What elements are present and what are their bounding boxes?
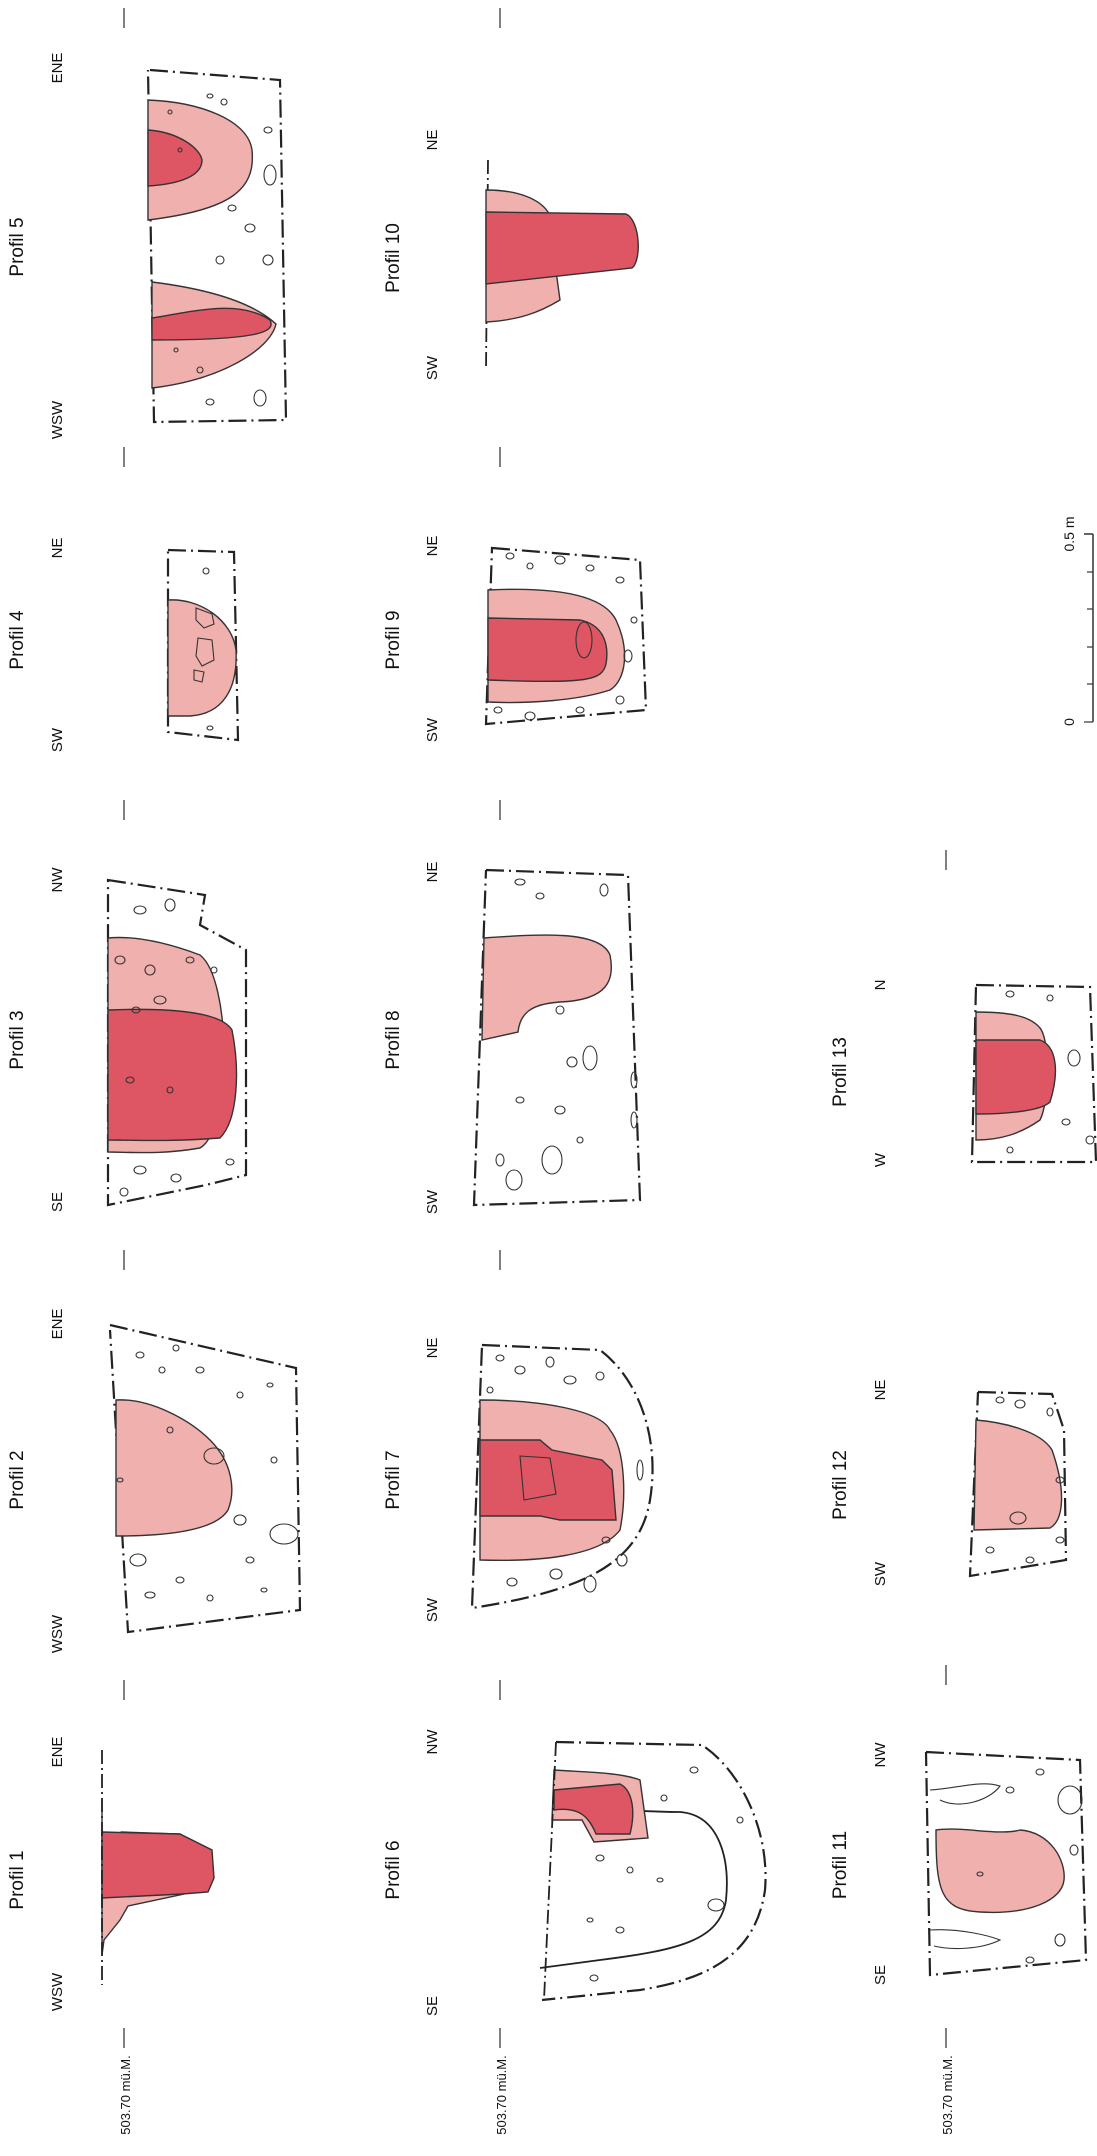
profile-drawing-13 [970,983,1097,1164]
stones [167,93,277,407]
orientation-label-end: NW [424,1729,441,1755]
profile-title: Profil 10 [383,223,404,293]
profile-title: Profil 4 [7,610,28,670]
orientation-label-end: NE [49,538,66,559]
stones [976,1768,1083,1964]
orientation-label-start: SW [424,717,441,742]
orientation-label-start: SE [872,1965,889,1985]
profile-title: Profil 2 [7,1450,28,1509]
stones [114,898,235,1197]
orientation-label-end: NE [872,1380,889,1401]
profile-title: Profil 13 [830,1037,851,1107]
orientation-label-end: NE [424,130,441,151]
orientation-label-start: WSW [49,1972,66,2011]
stones [1005,990,1095,1154]
profile-drawing-6 [539,1740,767,2002]
profile-drawing-5 [146,68,288,424]
profile-drawing-11 [924,1750,1088,1977]
profile-drawing-10 [485,159,639,371]
profile-drawing-8 [472,868,642,1207]
orientation-label-start: W [872,1152,889,1167]
scale-label-end: 0.5 m [1061,516,1077,551]
orientation-label-end: ENE [49,1309,66,1340]
orientation-label-end: NW [49,867,66,893]
orientation-label-end: NE [424,862,441,883]
profile-title: Profil 9 [383,610,404,669]
profile-title: Profil 11 [830,1831,851,1899]
orientation-label-end: ENE [49,1737,66,1768]
profile-title: Profil 8 [383,1010,404,1069]
scale-label-start: 0 [1061,718,1077,726]
orientation-label-start: WSW [49,400,66,439]
profile-title: Profil 5 [7,217,28,276]
orientation-label-end: NE [424,1338,441,1359]
datum-label: 503.70 mü.M. [940,2055,955,2135]
datum-label: 503.70 mü.M. [494,2055,509,2135]
profile-title: Profil 1 [7,1850,28,1909]
profile-drawing-4 [166,548,240,742]
profile-drawing-12 [968,1390,1068,1578]
profile-title: Profil 7 [383,1450,404,1509]
orientation-label-start: SW [49,727,66,752]
profile-title: Profil 3 [7,1010,28,1069]
orientation-label-start: SW [424,1597,441,1622]
profile-title: Profil 6 [383,1840,404,1899]
profile-drawing-1 [101,1750,215,1985]
profile-drawing-2 [108,1323,302,1634]
stones [193,567,215,731]
orientation-label-end: ENE [49,53,66,84]
profile-drawing-9 [484,546,648,726]
scale-bar [1084,533,1094,723]
orientation-label-end: NW [872,1742,889,1768]
stones [985,1396,1065,1564]
stones [586,1766,744,1982]
profile-title: Profil 12 [830,1450,851,1520]
profile-drawing-3 [106,878,248,1207]
stones [493,552,638,721]
orientation-label-start: SW [424,1189,441,1214]
orientation-label-start: SE [49,1192,66,1212]
stones [495,878,638,1191]
datum-ticks [123,8,947,2048]
profile-drawing-7 [470,1343,654,1610]
orientation-label-start: WSW [49,1614,66,1653]
orientation-label-start: SW [424,355,441,380]
orientation-label-start: SW [872,1561,889,1586]
orientation-label-end: NE [424,536,441,557]
stones [116,1344,299,1602]
orientation-label-start: SE [424,1996,441,2016]
orientation-label-end: N [872,980,889,991]
stones [486,1354,644,1593]
datum-label: 503.70 mü.M. [118,2055,133,2135]
